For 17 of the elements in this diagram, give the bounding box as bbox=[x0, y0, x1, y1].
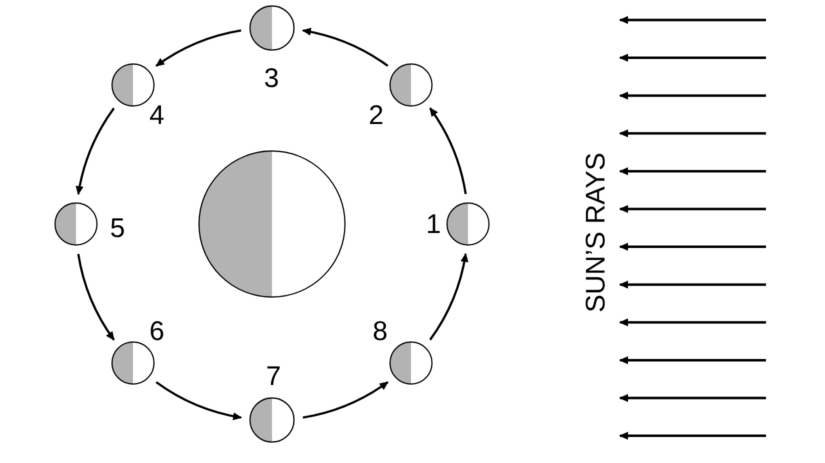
phase-number: 6 bbox=[149, 316, 164, 345]
arrow bbox=[76, 108, 115, 196]
phase-number: 4 bbox=[149, 101, 164, 130]
arrow bbox=[77, 254, 115, 341]
arrow bbox=[429, 107, 467, 194]
arrow bbox=[156, 381, 242, 420]
phase-number: 2 bbox=[368, 101, 384, 130]
arrow bbox=[429, 252, 468, 340]
phase-number: 7 bbox=[266, 362, 282, 390]
phase-number: 5 bbox=[110, 214, 126, 242]
phase-number: 1 bbox=[426, 210, 442, 238]
sun-rays-label: SUN’S RAYS bbox=[580, 152, 612, 312]
phase-number: 3 bbox=[264, 64, 280, 92]
arrow bbox=[302, 28, 388, 67]
arrow bbox=[155, 29, 242, 67]
arrow bbox=[302, 381, 389, 419]
phase-number: 8 bbox=[372, 316, 388, 345]
